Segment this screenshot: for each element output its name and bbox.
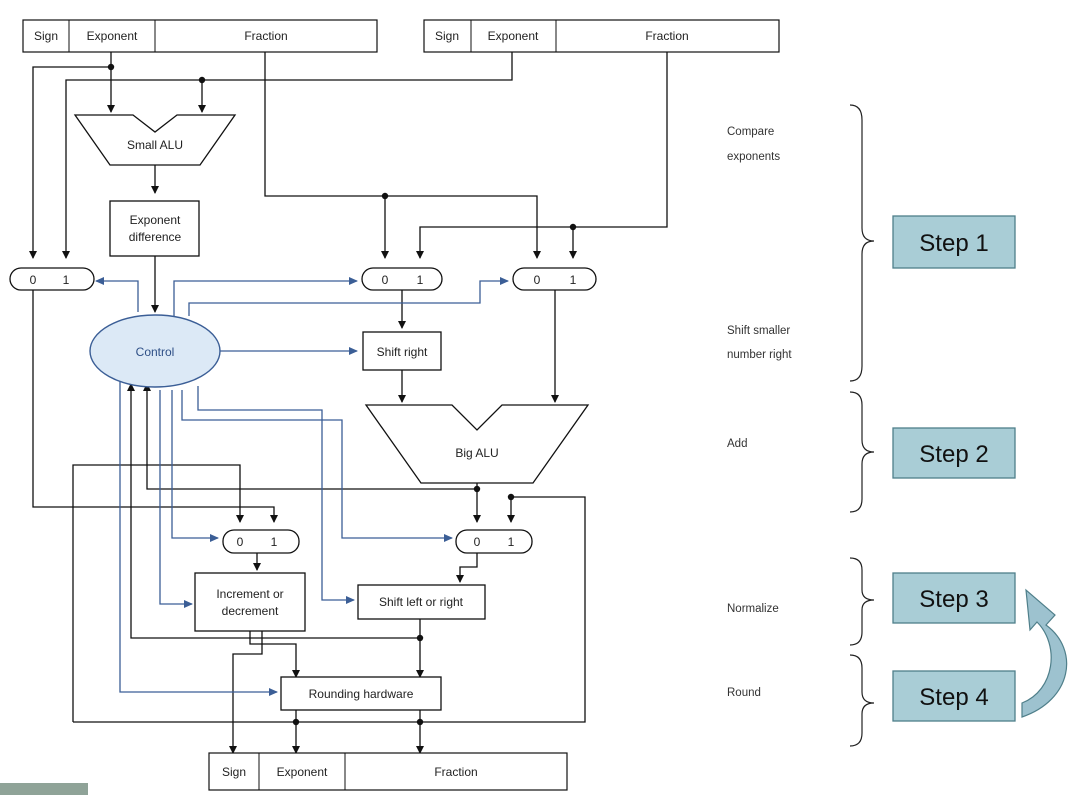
shift-right-box: Shift right bbox=[362, 331, 442, 371]
loop-back-arrow-icon bbox=[1021, 588, 1068, 718]
svg-text:Shift smaller: Shift smaller bbox=[727, 325, 790, 337]
brace-step3 bbox=[849, 557, 875, 646]
field-fraction: Fraction bbox=[645, 29, 688, 43]
svg-text:1: 1 bbox=[508, 535, 515, 549]
small-alu: Small ALU bbox=[73, 114, 237, 166]
svg-text:1: 1 bbox=[570, 273, 577, 287]
shift-left-right-box: Shift left or right bbox=[357, 584, 486, 620]
control-unit: Control bbox=[89, 314, 221, 388]
big-alu: Big ALU bbox=[364, 404, 590, 484]
svg-text:0: 0 bbox=[237, 535, 244, 549]
svg-text:number right: number right bbox=[727, 349, 792, 361]
step-1-box: Step 1 bbox=[892, 215, 1016, 269]
mux-exponent: 0 1 bbox=[9, 267, 95, 291]
svg-text:0: 0 bbox=[474, 535, 481, 549]
svg-text:0: 0 bbox=[382, 273, 389, 287]
svg-text:1: 1 bbox=[271, 535, 278, 549]
svg-text:Round: Round bbox=[727, 687, 761, 699]
rounding-hardware-box: Rounding hardware bbox=[280, 676, 442, 711]
output-register: Sign Exponent Fraction bbox=[208, 752, 568, 791]
field-sign: Sign bbox=[435, 29, 459, 43]
mux-normalize-exponent: 0 1 bbox=[222, 529, 300, 554]
svg-text:Shift right: Shift right bbox=[377, 345, 428, 359]
svg-text:Control: Control bbox=[136, 345, 175, 359]
svg-text:1: 1 bbox=[63, 273, 70, 287]
svg-text:Compare: Compare bbox=[727, 126, 774, 138]
step-2-box: Step 2 bbox=[892, 427, 1016, 479]
field-exponent: Exponent bbox=[277, 765, 328, 779]
svg-text:Normalize: Normalize bbox=[727, 603, 779, 615]
svg-text:Add: Add bbox=[727, 438, 747, 450]
svg-text:Increment or: Increment or bbox=[216, 587, 283, 601]
svg-text:Small ALU: Small ALU bbox=[127, 138, 183, 152]
svg-text:0: 0 bbox=[30, 273, 37, 287]
mux-fraction-shift: 0 1 bbox=[361, 267, 443, 291]
field-sign: Sign bbox=[34, 29, 58, 43]
svg-text:Step 2: Step 2 bbox=[919, 441, 988, 468]
field-exponent: Exponent bbox=[87, 29, 138, 43]
control-wires bbox=[95, 277, 509, 696]
mux-fraction-direct: 0 1 bbox=[512, 267, 597, 291]
exponent-difference-box: Exponent difference bbox=[109, 200, 200, 257]
input-register-a: Sign Exponent Fraction bbox=[22, 19, 378, 53]
svg-text:difference: difference bbox=[129, 230, 182, 244]
field-exponent: Exponent bbox=[488, 29, 539, 43]
corner-tab bbox=[0, 783, 88, 795]
svg-text:1: 1 bbox=[417, 273, 424, 287]
brace-step2 bbox=[849, 391, 875, 513]
step-3-box: Step 3 bbox=[892, 572, 1016, 624]
field-fraction: Fraction bbox=[244, 29, 287, 43]
brace-step1 bbox=[849, 104, 875, 382]
data-wires bbox=[29, 52, 668, 754]
brace-step4 bbox=[849, 654, 875, 747]
svg-text:0: 0 bbox=[534, 273, 541, 287]
svg-text:Step 1: Step 1 bbox=[919, 230, 988, 257]
braces bbox=[849, 104, 875, 747]
svg-text:decrement: decrement bbox=[222, 604, 279, 618]
junction-dots bbox=[107, 63, 577, 726]
svg-text:Step 3: Step 3 bbox=[919, 586, 988, 613]
field-sign: Sign bbox=[222, 765, 246, 779]
svg-text:Big ALU: Big ALU bbox=[455, 446, 498, 460]
annotations: Compare exponents Shift smaller number r… bbox=[727, 126, 792, 699]
svg-text:Shift left or right: Shift left or right bbox=[379, 595, 464, 609]
step-4-box: Step 4 bbox=[892, 670, 1016, 722]
input-register-b: Sign Exponent Fraction bbox=[423, 19, 780, 53]
svg-text:Step 4: Step 4 bbox=[919, 684, 988, 711]
svg-text:Rounding hardware: Rounding hardware bbox=[309, 687, 414, 701]
svg-text:Exponent: Exponent bbox=[130, 213, 181, 227]
mux-normalize-fraction: 0 1 bbox=[455, 529, 533, 554]
increment-decrement-box: Increment or decrement bbox=[194, 572, 306, 632]
field-fraction: Fraction bbox=[434, 765, 477, 779]
svg-text:exponents: exponents bbox=[727, 151, 780, 163]
